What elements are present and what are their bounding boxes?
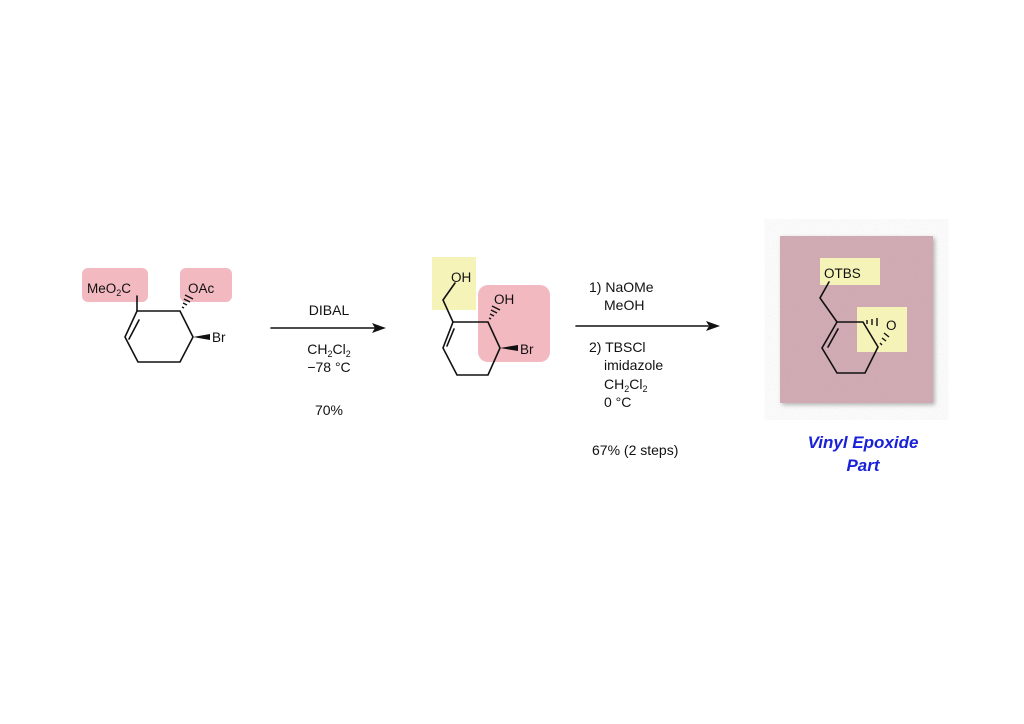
ring-bonds (821, 321, 879, 374)
step2-conditions: 1) NaOMe MeOH 2) TBSCl imidazole CH2Cl2 … (575, 279, 720, 458)
otbs-highlight (820, 258, 880, 285)
wedge-bond (193, 334, 210, 340)
reagent: DIBAL (309, 302, 350, 318)
step2-reagent-2: 2) TBSCl (589, 339, 646, 355)
hashed-bond (181, 294, 194, 309)
epoxide-oxygen-label: O (886, 318, 897, 333)
solvent: CH2Cl2 (307, 341, 351, 359)
ester-highlight (82, 268, 148, 302)
otbs-label: OTBS (824, 266, 861, 281)
wedge-bond (500, 345, 518, 351)
epoxide-highlight (857, 307, 907, 352)
starting-material: MeO2C OAc Br (82, 268, 232, 363)
temperature: −78 °C (307, 359, 350, 375)
acetate-label: OAc (188, 281, 215, 296)
step1-conditions: DIBAL CH2Cl2 −78 °C 70% (270, 302, 386, 418)
double-bond (827, 328, 839, 348)
step2-solvent-2: CH2Cl2 (604, 376, 648, 394)
arrowhead-icon (372, 323, 386, 333)
double-bond (446, 328, 455, 347)
hashed-bond (488, 305, 501, 320)
caption-line-1: Vinyl Epoxide (808, 433, 919, 452)
bromide-label: Br (212, 330, 226, 345)
step2-reagent-1: 1) NaOMe (589, 279, 654, 295)
ring-bonds (442, 321, 501, 376)
step2-yield: 67% (2 steps) (592, 442, 678, 458)
step2-base: imidazole (604, 357, 663, 373)
ch2-bonds (819, 281, 838, 323)
yield: 70% (315, 402, 343, 418)
bromohydrin-highlight (478, 285, 550, 362)
product: OTBS O (780, 236, 933, 403)
ring-bonds (124, 310, 194, 363)
epoxide-hashed-bonds (866, 318, 890, 346)
double-bond (128, 319, 140, 340)
step2-temperature: 0 °C (604, 394, 631, 410)
ester-label: MeO2C (87, 281, 131, 298)
step2-solvent-1: MeOH (604, 297, 644, 313)
secondary-oh-label: OH (494, 292, 514, 307)
intermediate: OH OH Br (432, 257, 550, 376)
acetate-highlight (180, 268, 232, 302)
arrowhead-icon (706, 321, 720, 331)
bromide-label: Br (520, 342, 534, 357)
ch2-bonds (442, 282, 456, 323)
primary-oh-label: OH (451, 270, 471, 285)
caption-line-2: Part (846, 456, 880, 475)
